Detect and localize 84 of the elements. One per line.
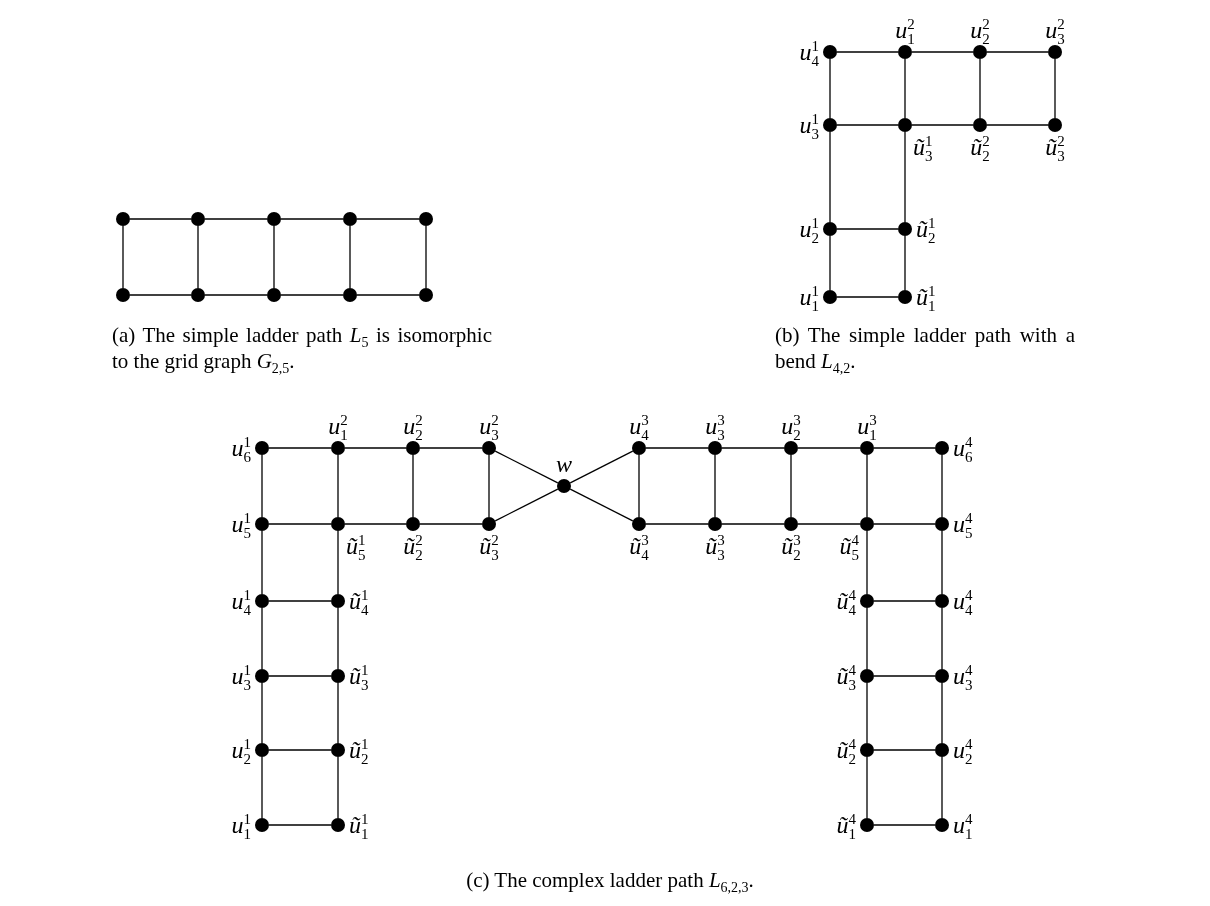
graph-edge xyxy=(797,447,861,449)
graph-edge xyxy=(344,523,407,525)
graph-edge xyxy=(197,225,199,289)
graph-edge xyxy=(569,488,634,522)
graph-edge xyxy=(941,682,943,744)
graph-edge xyxy=(986,124,1049,126)
graph-edge xyxy=(261,607,263,670)
graph-edge xyxy=(268,600,332,602)
graph-edge xyxy=(569,450,634,484)
graph-edge xyxy=(280,294,344,296)
graph-edge xyxy=(829,235,831,291)
graph-edge xyxy=(129,294,192,296)
graph-edge xyxy=(412,454,414,518)
graph-edge xyxy=(425,225,427,289)
graph-edge xyxy=(261,530,263,595)
graph-edge xyxy=(280,218,344,220)
graph-edge xyxy=(836,296,899,298)
graph-edge xyxy=(268,749,332,751)
graph-edge xyxy=(638,454,640,518)
graph-edge xyxy=(261,454,263,518)
graph-edge xyxy=(337,682,339,744)
graph-edge xyxy=(337,530,339,595)
graph-edge xyxy=(721,523,785,525)
graph-edge xyxy=(866,530,868,595)
graph-edge xyxy=(866,682,868,744)
graph-edge xyxy=(261,756,263,819)
graph-edge xyxy=(986,51,1049,53)
graph-edge xyxy=(979,58,981,119)
graph-edge xyxy=(904,235,906,291)
graph-edge xyxy=(790,454,792,518)
graph-edge xyxy=(941,756,943,819)
graph-edge xyxy=(1054,58,1056,119)
graph-edge xyxy=(645,523,709,525)
graph-edge xyxy=(419,447,483,449)
graph-edge xyxy=(268,447,332,449)
graph-edge xyxy=(349,225,351,289)
graph-edge xyxy=(836,51,899,53)
graph-edge xyxy=(941,530,943,595)
graph-edge xyxy=(344,447,407,449)
graph-edge xyxy=(356,218,420,220)
graph-edge xyxy=(204,218,268,220)
graph-edge xyxy=(494,450,559,484)
graph-edge xyxy=(268,675,332,677)
graph-edge xyxy=(261,682,263,744)
graph-edge xyxy=(488,454,490,518)
graph-edge xyxy=(721,447,785,449)
graph-edge xyxy=(873,523,936,525)
graph-edge xyxy=(836,228,899,230)
graph-edge xyxy=(129,218,192,220)
graph-edge xyxy=(873,447,936,449)
graph-edge xyxy=(873,824,936,826)
graph-edge xyxy=(337,756,339,819)
graph-edge xyxy=(873,600,936,602)
graph-edge xyxy=(494,488,559,522)
graph-edge xyxy=(941,454,943,518)
graph-edge xyxy=(204,294,268,296)
subfigure-caption: (c) The complex ladder path L$_{6,2,3}$. xyxy=(465,867,755,894)
graph-edge xyxy=(911,124,974,126)
graph-edge xyxy=(356,294,420,296)
graph-edge xyxy=(866,607,868,670)
graph-edge xyxy=(273,225,275,289)
graph-edge xyxy=(268,824,332,826)
graph-edge xyxy=(941,607,943,670)
subfigure-caption: (b) The simple ladder path with a bend L$_{4,2}$. xyxy=(775,322,1075,375)
graph-edge xyxy=(714,454,716,518)
vertex-label: w xyxy=(556,452,572,476)
graph-edge xyxy=(419,523,483,525)
graph-edge xyxy=(337,607,339,670)
graph-edge xyxy=(873,749,936,751)
graph-edge xyxy=(866,454,868,518)
graph-edge xyxy=(829,131,831,223)
subfigure-caption: (a) The simple ladder path L$_{5}$ is isomorphic to the grid graph G$_{2,5}$. xyxy=(112,322,492,375)
graph-edge xyxy=(911,51,974,53)
graph-edge xyxy=(866,756,868,819)
graph-edge xyxy=(797,523,861,525)
graph-edge xyxy=(337,454,339,518)
graph-edge xyxy=(904,131,906,223)
graph-edge xyxy=(836,124,899,126)
graph-edge xyxy=(645,447,709,449)
graph-edge xyxy=(122,225,124,289)
graph-edge xyxy=(873,675,936,677)
graph-edge xyxy=(904,58,906,119)
graph-edge xyxy=(268,523,332,525)
graph-edge xyxy=(829,58,831,119)
